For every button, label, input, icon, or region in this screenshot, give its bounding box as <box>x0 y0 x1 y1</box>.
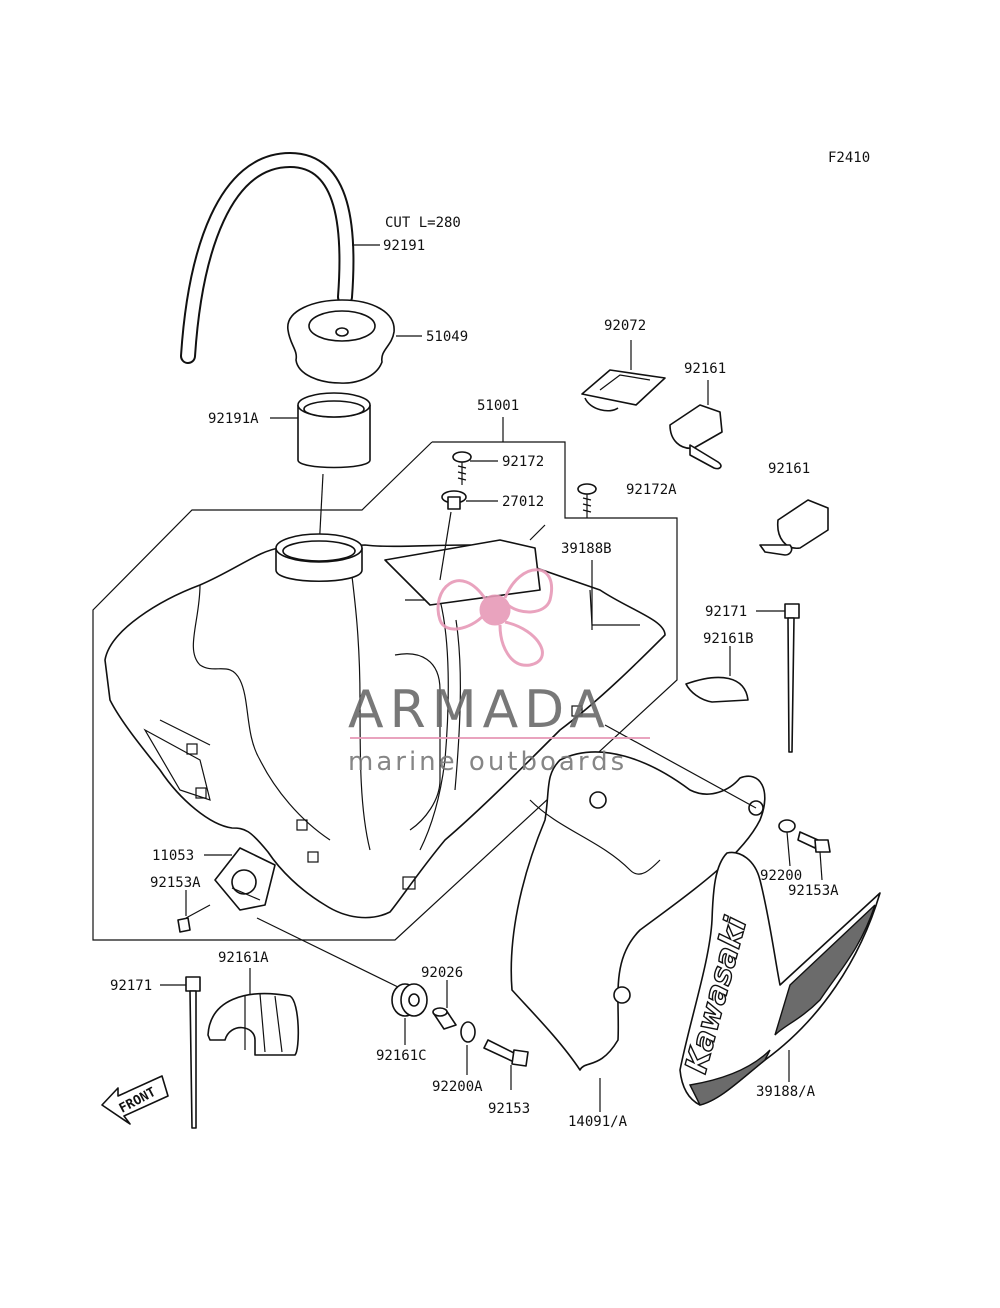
label-39188B: 39188B <box>561 541 612 557</box>
label-92191: 92191 <box>383 238 425 254</box>
bolt-92153A-right[interactable] <box>797 831 831 853</box>
label-92153: 92153 <box>488 1101 530 1117</box>
breather-hose[interactable] <box>180 151 355 364</box>
label-39188A: 39188/A <box>756 1084 816 1100</box>
label-92161-top: 92161 <box>684 361 726 377</box>
label-92172: 92172 <box>502 454 544 470</box>
rubber-band-92072[interactable] <box>581 369 666 412</box>
fuel-cap[interactable] <box>287 299 395 384</box>
label-92161-mid: 92161 <box>768 461 810 477</box>
fuel-cock-11053[interactable] <box>214 847 276 911</box>
front-direction-arrow: FRONT <box>101 1075 169 1125</box>
label-92200A: 92200A <box>432 1079 483 1095</box>
collar-92026[interactable] <box>432 1007 457 1030</box>
bolt-92153[interactable] <box>483 1039 529 1067</box>
grommet-27012[interactable] <box>441 490 467 510</box>
damper-92161-mid[interactable] <box>759 499 829 556</box>
figure-code: F2410 <box>828 150 870 166</box>
damper-92161A[interactable] <box>207 992 300 1056</box>
label-92171-left: 92171 <box>110 978 152 994</box>
label-92153A-left: 92153A <box>150 875 201 891</box>
watermark-brand: ARMADA <box>348 680 611 740</box>
label-14091A: 14091/A <box>568 1114 628 1130</box>
bolt-92153A-left[interactable] <box>177 904 211 933</box>
label-92171-right: 92171 <box>705 604 747 620</box>
label-92161C: 92161C <box>376 1048 427 1064</box>
cut-length-note: CUT L=280 <box>385 215 461 231</box>
washer-92200A[interactable] <box>460 1021 476 1043</box>
label-92161B: 92161B <box>703 631 754 647</box>
label-92153A-right: 92153A <box>788 883 839 899</box>
screw-92172A[interactable] <box>577 483 597 518</box>
tie-strap-left[interactable] <box>185 976 201 1129</box>
decal-shroud-39188A[interactable]: Kawasaki <box>678 851 881 1106</box>
shroud-14091A[interactable] <box>510 751 766 1071</box>
damper-92161-top[interactable] <box>669 404 723 470</box>
label-92026: 92026 <box>421 965 463 981</box>
label-92161A: 92161A <box>218 950 269 966</box>
label-92191A: 92191A <box>208 411 259 427</box>
damper-92161C[interactable] <box>391 983 428 1017</box>
watermark-tagline: marine outboards <box>348 747 627 777</box>
tie-strap-right[interactable] <box>784 603 800 753</box>
label-51049: 51049 <box>426 329 468 345</box>
cap-collar[interactable] <box>297 392 371 469</box>
label-92072: 92072 <box>604 318 646 334</box>
damper-92161B[interactable] <box>685 676 749 703</box>
label-92200: 92200 <box>760 868 802 884</box>
label-11053: 11053 <box>152 848 194 864</box>
label-27012: 27012 <box>502 494 544 510</box>
screw-92172[interactable] <box>452 451 472 485</box>
label-92172A: 92172A <box>626 482 677 498</box>
fuel-tank[interactable] <box>104 533 666 919</box>
washer-92200[interactable] <box>778 819 796 833</box>
armada-watermark: ARMADA marine outboards <box>348 568 650 777</box>
label-51001: 51001 <box>477 398 519 414</box>
